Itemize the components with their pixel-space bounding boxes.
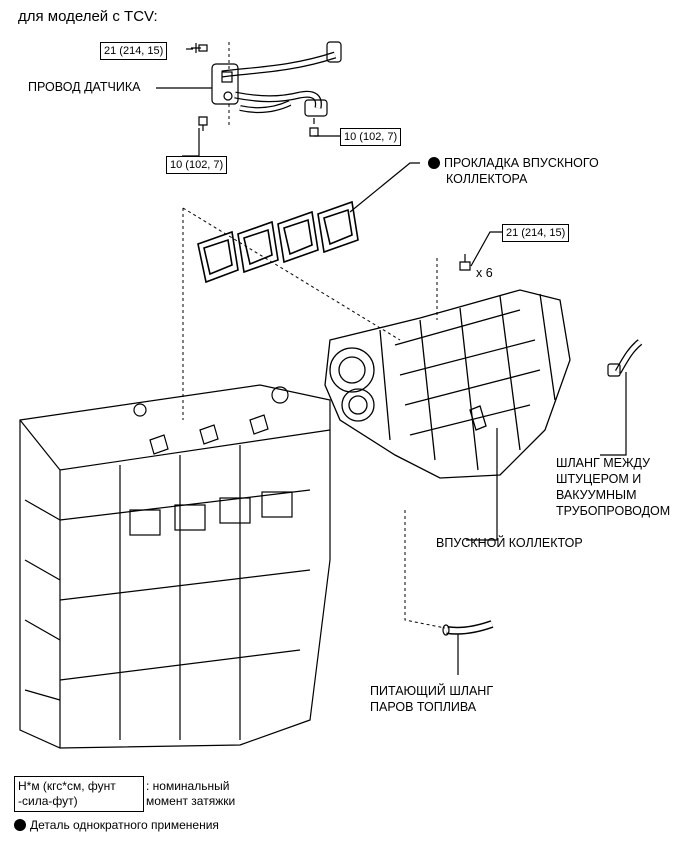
manifold-leader bbox=[466, 428, 498, 541]
vacuum-hose bbox=[607, 339, 643, 377]
vacuum-hose-label-line3: ВАКУУМНЫМ bbox=[556, 488, 637, 502]
legend-single-use: Деталь однократного применения bbox=[14, 818, 219, 833]
torque-spec-harness-right: 10 (102, 7) bbox=[340, 128, 402, 146]
torque-spec-manifold: 21 (214, 15) bbox=[502, 224, 570, 242]
torque-spec-harness-bottom: 10 (102, 7) bbox=[166, 156, 228, 174]
sensor-wire-label: ПРОВОД ДАТЧИКА bbox=[28, 80, 141, 94]
sensor-wire-harness bbox=[211, 41, 342, 117]
bolt-quantity: x 6 bbox=[476, 266, 493, 280]
intake-manifold-gasket bbox=[197, 200, 359, 284]
torque-spec-harness-top: 21 (214, 15) bbox=[100, 42, 168, 60]
gasket-leader bbox=[349, 162, 420, 213]
vacuum-hose-label-line1: ШЛАНГ МЕЖДУ bbox=[556, 456, 651, 470]
intake-manifold bbox=[324, 289, 571, 479]
legend-unit-line2: -сила-фут) bbox=[18, 794, 78, 808]
single-use-marker-icon bbox=[428, 157, 440, 169]
harness-bolts bbox=[191, 43, 319, 137]
gasket-label-line2: КОЛЛЕКТОРА bbox=[446, 172, 528, 186]
legend-unit-desc1: : номинальный bbox=[146, 779, 230, 793]
fuel-hose-label-line2: ПАРОВ ТОПЛИВА bbox=[370, 700, 477, 714]
single-use-legend-icon bbox=[14, 819, 26, 831]
manifold-bolt bbox=[459, 254, 471, 271]
legend-unit-desc2: момент затяжки bbox=[146, 794, 236, 808]
fuel-vapor-hose bbox=[442, 620, 494, 636]
manifold-label: ВПУСКНОЙ КОЛЛЕКТОР bbox=[436, 536, 583, 550]
vacuum-hose-label-line2: ШТУЦЕРОМ И bbox=[556, 472, 642, 486]
legend-unit-box bbox=[14, 776, 144, 812]
bolt-leader bbox=[470, 231, 502, 267]
legend-unit-line1: Н*м (кгс*см, фунт bbox=[18, 779, 116, 793]
fuel-hose-label-line1: ПИТАЮЩИЙ ШЛАНГ bbox=[370, 684, 494, 698]
vacuum-hose-label-line4: ТРУБОПРОВОДОМ bbox=[556, 504, 671, 518]
gasket-label-line1: ПРОКЛАДКА ВПУСКНОГО bbox=[428, 156, 599, 171]
engine-block bbox=[19, 384, 331, 749]
page-title: для моделей с TCV: bbox=[18, 8, 158, 25]
